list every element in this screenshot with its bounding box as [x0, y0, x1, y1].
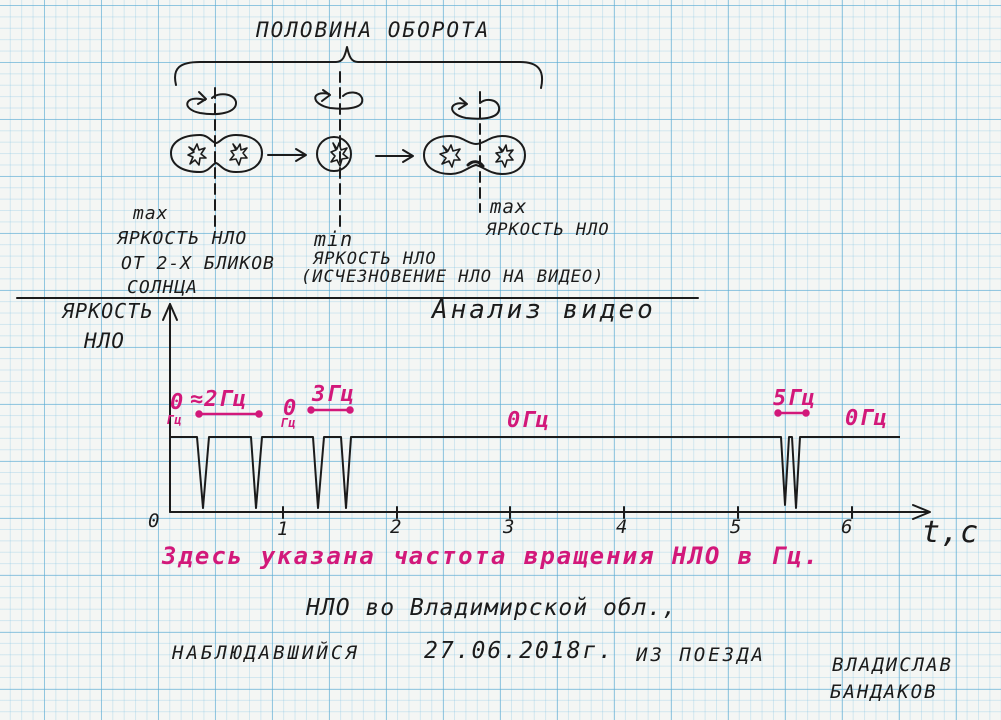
- phase-1-line-4: СОЛНЦА: [127, 277, 199, 298]
- x-axis-origin: 0: [148, 510, 161, 532]
- video-analysis-heading: Анализ видео: [432, 295, 656, 325]
- phase-1-line-1: max: [133, 203, 169, 224]
- brightness-signal: [170, 436, 900, 509]
- rotation-arrow-2: [314, 91, 364, 110]
- freq-label-3hz: 3Гц: [312, 382, 355, 407]
- ufo-state-1-body: [170, 134, 263, 173]
- phase-2-line-3: (ИСЧЕЗНОВЕНИЕ НЛО НА ВИДЕО): [301, 267, 605, 287]
- caption-date: 27.06.2018г.: [424, 638, 615, 664]
- caption-from-train: ИЗ ПОЕЗДА: [636, 644, 766, 666]
- freq-label-0-a-unit: Гц: [166, 413, 183, 427]
- x-tick-label-5: 5: [730, 516, 743, 538]
- rotation-arrow-3: [451, 98, 501, 120]
- freq-label-0-d: 0Гц: [845, 406, 888, 431]
- phase-2-line-1: min: [314, 227, 354, 251]
- star-glint-2: [330, 142, 349, 167]
- author-last-name: БАНДАКОВ: [830, 681, 938, 703]
- half-turn-title: ПОЛОВИНА ОБОРОТА: [256, 18, 491, 42]
- star-glint-1a: [187, 143, 207, 166]
- ufo-state-3-body: [423, 135, 526, 175]
- phase-1-line-3: ОТ 2-Х БЛИКОВ: [121, 253, 275, 274]
- freq-label-0-a: 0: [170, 390, 185, 415]
- phase-3-line-1: max: [490, 196, 528, 218]
- y-axis-label-line-2: НЛО: [84, 329, 125, 353]
- ufo-state-2-body: [316, 136, 352, 172]
- x-tick-label-2: 2: [390, 516, 403, 538]
- caption-observed: НАБЛЮДАВШИЙСЯ: [172, 642, 360, 664]
- x-tick-label-6: 6: [841, 516, 854, 538]
- caption-line-1: НЛО во Владимирской обл.,: [306, 595, 678, 621]
- phase-2-line-2: ЯРКОСТЬ НЛО: [313, 249, 437, 269]
- star-glint-3b: [495, 144, 514, 168]
- star-glint-1b: [229, 143, 248, 166]
- author-first-name: ВЛАДИСЛАВ: [832, 654, 953, 676]
- x-tick-label-3: 3: [503, 516, 516, 538]
- x-tick-label-1: 1: [277, 518, 290, 540]
- freq-label-0-c: 0Гц: [507, 408, 550, 433]
- phase-3-line-2: ЯРКОСТЬ НЛО: [486, 220, 610, 240]
- rotation-arrow-1: [186, 93, 237, 116]
- x-axis-unit: t,c: [922, 515, 980, 550]
- phase-1-line-2: ЯРКОСТЬ НЛО: [117, 228, 248, 249]
- freq-label-2hz: ≈2Гц: [190, 387, 247, 412]
- x-tick-label-4: 4: [616, 516, 629, 538]
- y-axis-label-line-1: ЯРКОСТЬ: [62, 299, 154, 323]
- frequency-note: Здесь указана частота вращения НЛО в Гц.: [162, 542, 820, 570]
- half-turn-brace: [174, 46, 543, 89]
- freq-label-0-b: 0: [283, 396, 298, 421]
- freq-label-0-b-unit: Гц: [280, 416, 297, 430]
- freq-label-5hz: 5Гц: [773, 386, 816, 411]
- star-glint-3a: [439, 144, 461, 168]
